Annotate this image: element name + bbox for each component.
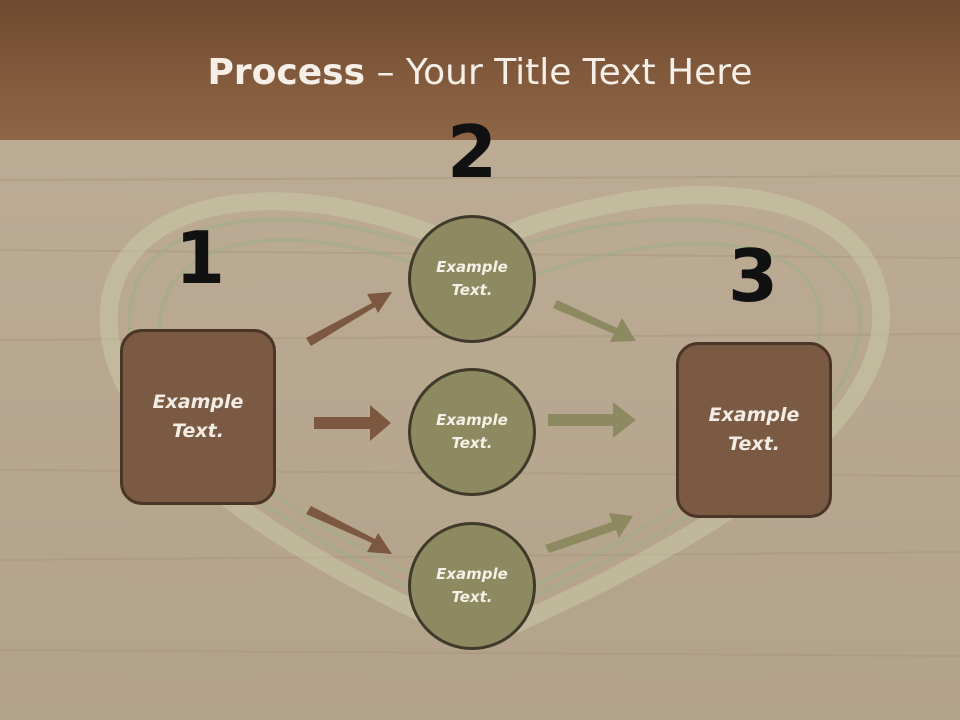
arrow-1-to-top: [306, 292, 392, 346]
step-3-text: Example Text.: [708, 404, 800, 455]
arrow-bottom-to-3: [545, 513, 633, 553]
arrow-1-to-middle: [314, 405, 391, 441]
step-3-box: Example Text.: [676, 342, 832, 518]
step-number-3: 3: [727, 234, 779, 318]
step-2-item-3-text: Example Text.: [436, 565, 508, 606]
step-2-item-2-text: Example Text.: [436, 411, 508, 452]
title-bar: [0, 0, 960, 140]
step-1-text: Example Text.: [152, 391, 244, 442]
title-bold: Process: [207, 52, 366, 93]
step-2-circle-middle: Example Text.: [408, 368, 536, 496]
step-number-2: 2: [446, 110, 498, 194]
title-rest: – Your Title Text Here: [365, 52, 753, 93]
arrow-middle-to-3: [548, 402, 636, 438]
step-1-box: Example Text.: [120, 329, 276, 505]
step-2-item-1-text: Example Text.: [436, 258, 508, 299]
step-2-circle-top: Example Text.: [408, 215, 536, 343]
slide-title: Process – Your Title Text Here: [0, 52, 960, 93]
arrow-top-to-3: [553, 300, 636, 342]
step-2-circle-bottom: Example Text.: [408, 522, 536, 650]
step-number-1: 1: [174, 216, 226, 300]
arrow-1-to-bottom: [306, 506, 392, 554]
